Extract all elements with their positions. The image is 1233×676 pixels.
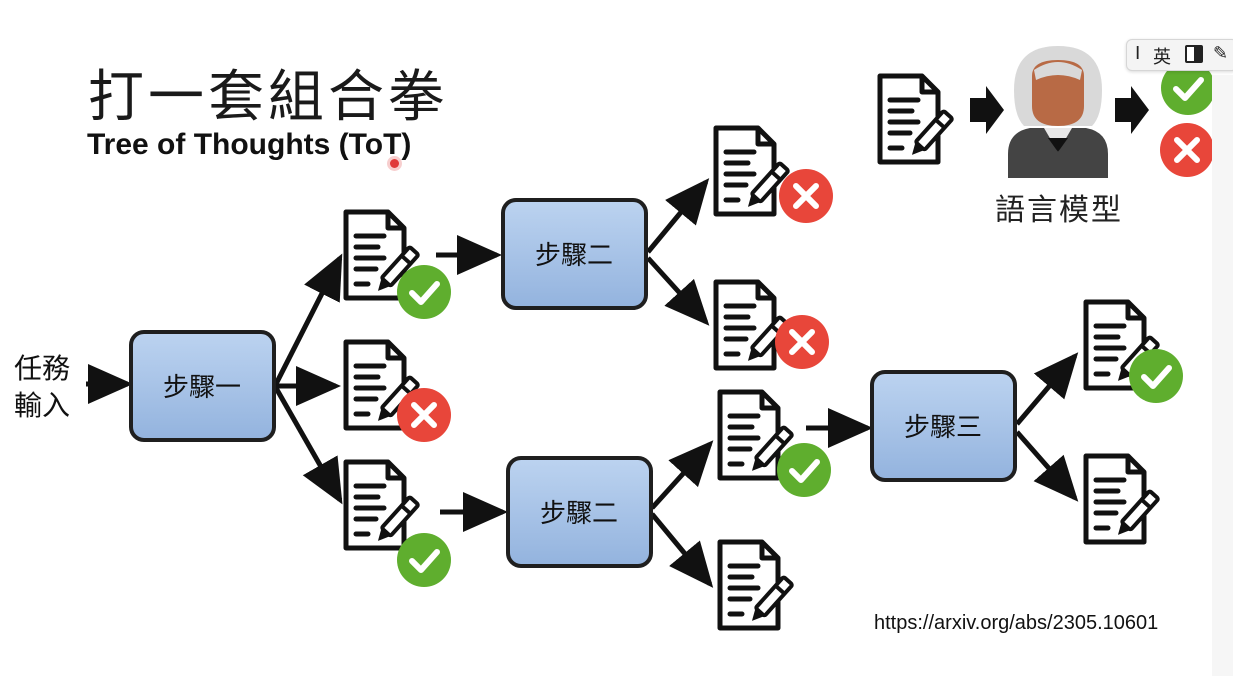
cross-icon-l2-b — [775, 315, 829, 369]
judge-person-icon — [1008, 46, 1108, 178]
check-icon-l2-c — [777, 443, 831, 497]
ime-toolbar[interactable]: I 英 ✎ — [1126, 39, 1233, 71]
doc-icon-l2-d — [720, 542, 793, 628]
settings-icon[interactable]: ✎ — [1213, 43, 1229, 64]
half-width-icon[interactable] — [1185, 45, 1203, 63]
ime-grip[interactable]: I — [1135, 43, 1141, 64]
window-edge — [1212, 75, 1233, 676]
check-icon-l1-bottom — [397, 533, 451, 587]
cross-icon-legend — [1160, 123, 1214, 177]
step2-top-label: 步驟二 — [535, 241, 613, 271]
arrow-step2bot-down — [650, 512, 714, 588]
doc-icon-l2-b — [716, 282, 789, 368]
doc-icon-l1-bottom — [346, 462, 419, 548]
check-icon-l3-a — [1129, 349, 1183, 403]
reference-url[interactable]: https://arxiv.org/abs/2305.10601 — [874, 612, 1159, 634]
ime-language-toggle[interactable]: 英 — [1153, 47, 1171, 68]
step1-label: 步驟一 — [163, 373, 241, 403]
step2-bottom-box: 步驟二 — [506, 456, 653, 568]
arrow-step2bot-up — [650, 440, 714, 510]
arrow-step3-down — [1015, 430, 1079, 502]
task-input-label-line2: 輸入 — [14, 389, 71, 422]
doc-icon-l2-a — [716, 128, 789, 214]
check-icon-l1-top — [397, 265, 451, 319]
task-input-label-line1: 任務 — [14, 352, 71, 385]
step2-bottom-label: 步驟二 — [540, 499, 618, 529]
arrow-step3-up — [1015, 352, 1079, 426]
step1-box: 步驟一 — [129, 330, 276, 442]
step3-label: 步驟三 — [904, 413, 982, 443]
slide-title: 打一套組合拳 — [88, 65, 448, 130]
slide-subtitle: Tree of Thoughts (ToT) — [87, 128, 412, 161]
arrow-right-icon-2 — [1115, 86, 1149, 134]
arrow-step1-bottom — [273, 386, 343, 505]
lm-evaluator-legend — [880, 46, 1215, 178]
cross-icon-l1-mid — [397, 388, 451, 442]
cross-icon-l2-a — [779, 169, 833, 223]
doc-icon-l3-b — [1086, 456, 1159, 542]
language-model-label: 語言模型 — [995, 193, 1123, 228]
arrow-step2top-up — [646, 178, 710, 254]
task-input-label: 任務 輸入 — [14, 350, 70, 424]
arrows — [86, 178, 1079, 588]
step3-box: 步驟三 — [870, 370, 1017, 482]
pointer-dot — [390, 159, 399, 168]
arrow-step2top-down — [646, 256, 710, 326]
step2-top-box: 步驟二 — [501, 198, 648, 310]
doc-icon-legend — [880, 76, 953, 162]
arrow-step1-top — [273, 253, 343, 386]
arrow-right-icon-1 — [970, 86, 1004, 134]
